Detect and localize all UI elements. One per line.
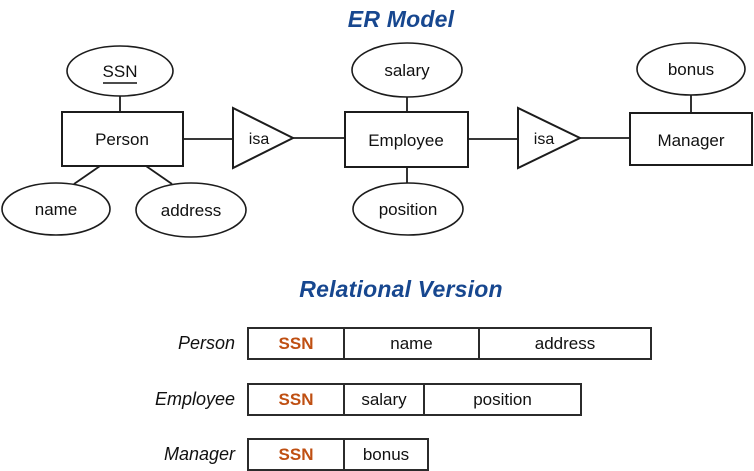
relation-row-person: Person SSN name address: [0, 327, 754, 360]
relation-manager-cell-bonus: bonus: [362, 444, 410, 464]
relation-employee-cell-salary: salary: [345, 385, 425, 414]
isa-triangle-person-employee: [232, 106, 296, 170]
attribute-ssn-ellipse: [66, 45, 174, 97]
attribute-position-ellipse: [352, 182, 464, 236]
attribute-address-ellipse: [135, 182, 247, 238]
entity-person-label: Person: [95, 130, 149, 149]
relation-person-cell-ssn: SSN: [249, 329, 345, 358]
relation-employee-table: SSN salary position: [247, 383, 582, 416]
attribute-position-label: position: [379, 200, 438, 219]
attribute-salary-ellipse: [351, 42, 463, 98]
relation-manager-cell-ssn: SSN: [249, 440, 345, 469]
relational-version-title: Relational Version: [299, 276, 503, 302]
connector-person-name: [73, 165, 101, 185]
attribute-name-ellipse: [1, 182, 111, 236]
attribute-ssn-label: SSN: [103, 62, 138, 81]
relation-employee-cell-position: position: [473, 389, 532, 409]
relation-person-cell-address: address: [534, 333, 596, 353]
relation-manager-table: SSN bonus: [247, 438, 429, 471]
relation-person-label: Person: [177, 333, 235, 353]
entity-manager-label: Manager: [657, 131, 724, 150]
attribute-salary-label: salary: [384, 61, 430, 80]
relation-row-manager: Manager SSN bonus: [0, 438, 754, 471]
relation-employee-label: Employee: [154, 389, 235, 409]
isa2-label: isa: [534, 131, 555, 148]
attribute-name-label: name: [35, 200, 78, 219]
relation-person-cell-name: name: [345, 329, 480, 358]
relation-person-table: SSN name address: [247, 327, 652, 360]
entity-employee-label: Employee: [368, 131, 444, 150]
connector-person-address: [145, 165, 173, 185]
entity-employee-rect: [344, 111, 469, 168]
attribute-address-label: address: [161, 201, 221, 220]
relation-row-employee: Employee SSN salary position: [0, 383, 754, 416]
entity-person-rect: [61, 111, 184, 167]
er-diagram: SSN Person name address isa salary Emplo…: [1, 42, 753, 238]
attribute-bonus-label: bonus: [668, 60, 714, 79]
relation-manager-label: Manager: [163, 444, 235, 464]
relation-employee-cell-ssn: SSN: [249, 385, 345, 414]
isa-triangle-employee-manager: [517, 106, 583, 170]
isa1-label: isa: [249, 131, 270, 148]
entity-manager-rect: [629, 112, 753, 166]
er-model-title: ER Model: [347, 6, 455, 32]
attribute-bonus-ellipse: [636, 42, 746, 96]
